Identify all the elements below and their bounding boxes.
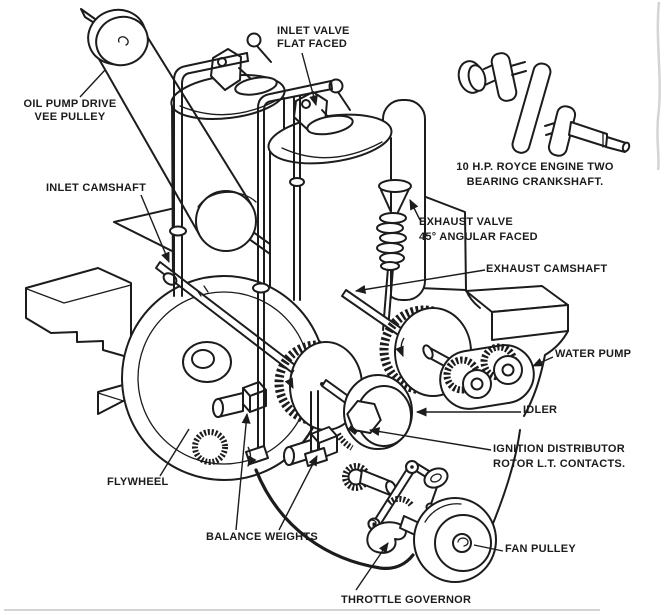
label-idler: IDLER xyxy=(523,404,558,416)
label-ignition-distributor: IGNITION DISTRIBUTOR ROTOR L.T. CONTACTS… xyxy=(493,443,626,470)
label-oil-pump-drive-vee-pulley: OIL PUMP DRIVE VEE PULLEY xyxy=(23,98,117,123)
label-water-pump: WATER PUMP xyxy=(555,348,632,360)
flywheel-drawing xyxy=(121,275,327,481)
label-exhaust-valve: EXHAUST VALVE 45° ANGULAR FACED xyxy=(419,216,538,243)
label-balance-weights: BALANCE WEIGHTS xyxy=(206,531,318,543)
vee-pulley-drawing xyxy=(80,8,252,235)
scan-artifacts xyxy=(4,1,661,611)
label-inlet-valve: INLET VALVE FLAT FACED xyxy=(277,25,350,50)
leader-lines xyxy=(79,52,554,591)
throttle-governor-drawing xyxy=(366,460,449,554)
label-throttle-governor: THROTTLE GOVERNOR xyxy=(341,594,472,606)
water-pump-drawing xyxy=(422,343,535,410)
crankshaft-inset-drawing xyxy=(457,52,631,157)
label-fan-pulley: FAN PULLEY xyxy=(505,543,576,555)
label-crankshaft-caption: 10 H.P. ROYCE ENGINE TWO BEARING CRANKSH… xyxy=(456,161,614,188)
label-exhaust-camshaft: EXHAUST CAMSHAFT xyxy=(486,263,608,275)
motion-arrows xyxy=(247,337,405,467)
distributor-drive xyxy=(342,463,397,496)
label-flywheel: FLYWHEEL xyxy=(107,476,169,488)
label-inlet-camshaft: INLET CAMSHAFT xyxy=(46,182,147,194)
left-bearer-block xyxy=(25,267,132,357)
fan-pulley-drawing xyxy=(399,497,497,583)
